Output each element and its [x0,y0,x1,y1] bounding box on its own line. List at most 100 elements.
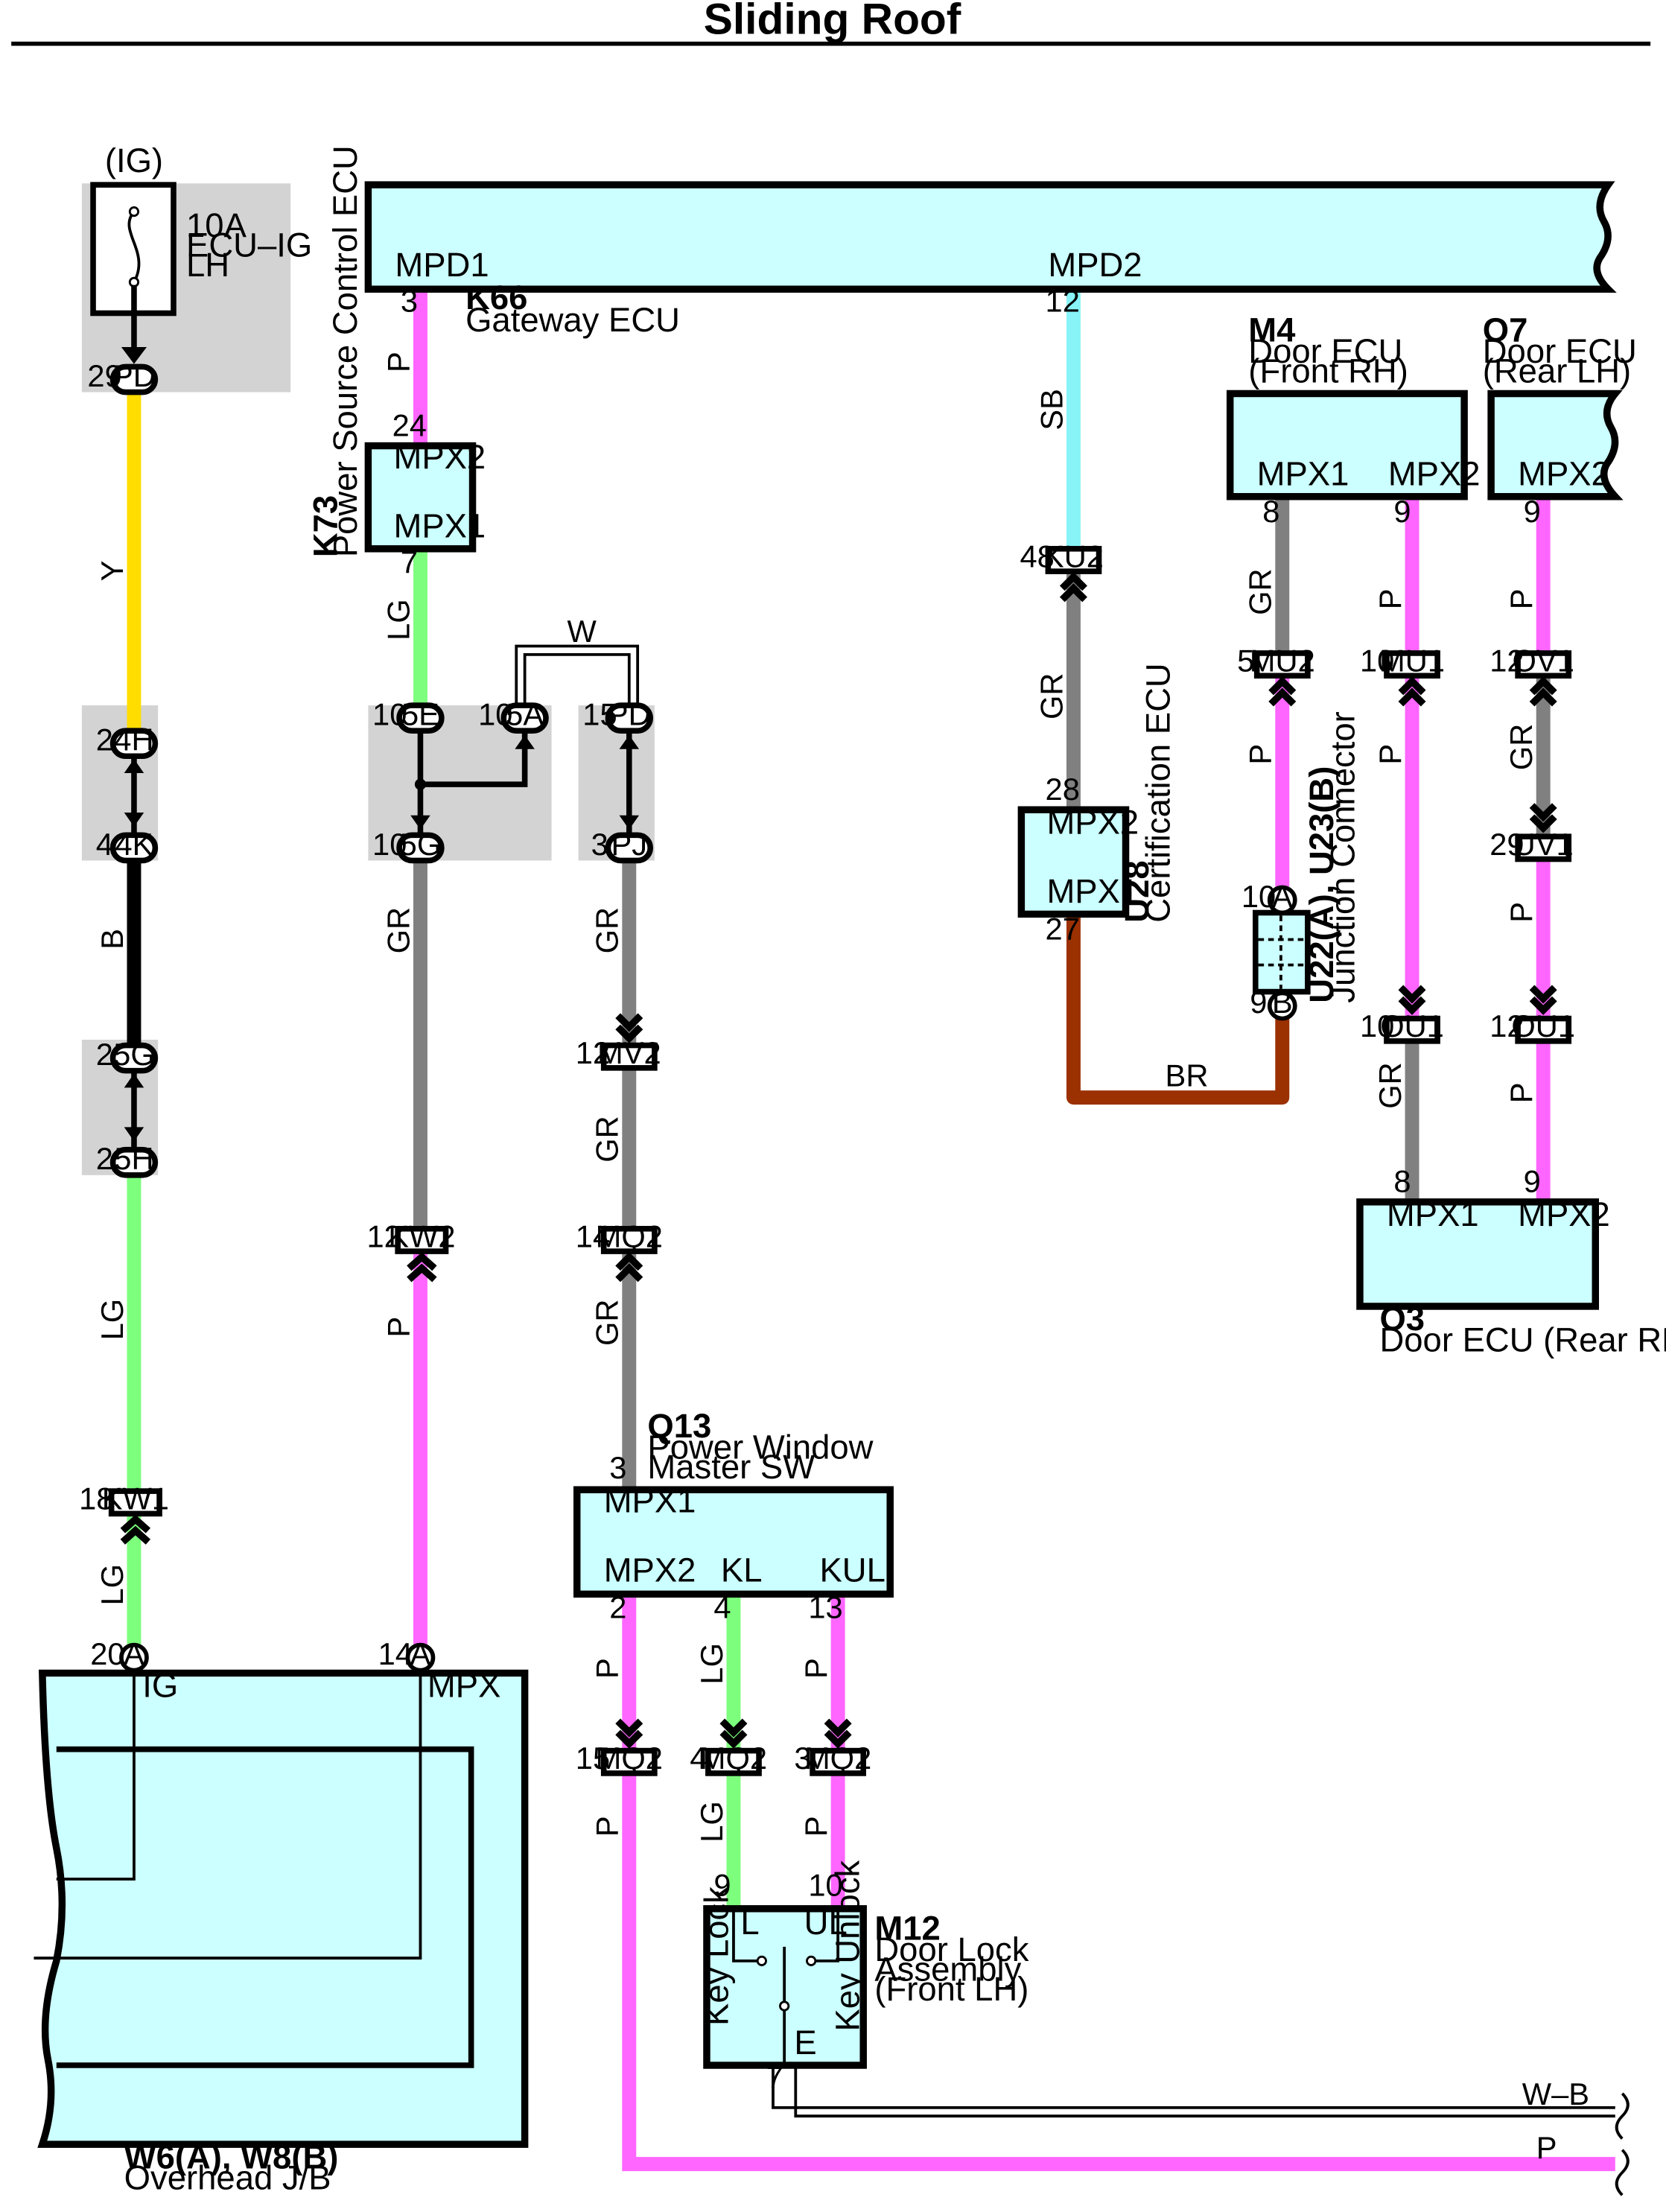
fuse-contact-top [128,206,140,217]
svg-text:GR: GR [590,1116,625,1162]
svg-text:P: P [381,1317,416,1338]
o3-door-ecu-rear-rh [1356,1198,1600,1310]
junction-conn-b-label: B [1272,985,1293,1020]
svg-text:15: 15 [576,1741,610,1776]
svg-text:LG: LG [694,1643,729,1685]
svg-text:W–B: W–B [1522,2076,1589,2111]
fuse-icon [127,210,141,283]
jb-name: Overhead J/B [124,2159,331,2197]
svg-text:SB: SB [1034,389,1069,430]
wire-w-bridge-inner [523,652,631,708]
fuse-supply: (IG) [105,142,163,179]
q13-term-kul: KUL [820,1551,886,1589]
oval-5h: 5H2 [96,1141,159,1178]
svg-text:2: 2 [96,1037,113,1072]
svg-text:KW1: KW1 [102,1481,169,1516]
k66-term-mpd2: MPD2 [1048,246,1142,284]
svg-text:MQ2: MQ2 [596,1218,663,1253]
junction-conn-b [1267,991,1297,1021]
svg-text:KW2: KW2 [388,1218,455,1253]
k73-pin-24: 24 [392,407,427,442]
svg-text:2: 2 [96,1141,113,1176]
o7-term-mpx2: MPX2 [1518,455,1610,493]
fuse-rating: 10A [186,206,247,244]
svg-text:P: P [1373,588,1408,609]
m12-name-3: (Front LH) [874,1970,1028,2008]
q13-power-window-master-sw [573,1486,894,1598]
svg-text:GR: GR [590,907,625,953]
svg-text:10: 10 [1360,1008,1394,1043]
page-title: Sliding Roof [704,0,961,43]
svg-text:12: 12 [1489,643,1524,678]
k66-name: Gateway ECU [465,301,680,339]
svg-text:5G: 5G [400,827,442,862]
m4-name-2: (Front RH) [1248,352,1408,390]
u28-pin-28: 28 [1046,772,1080,807]
o7-name-1: Door ECU [1483,332,1637,370]
o3-code: O3 [1379,1300,1425,1338]
m12-pin-9: 9 [713,1868,731,1903]
svg-text:12: 12 [366,1218,401,1253]
m12-code: M12 [874,1909,940,1947]
u28-term-mpx2: MPX2 [1046,803,1139,841]
svg-text:GR: GR [1504,724,1539,770]
q13-name-1: Power Window [647,1428,873,1466]
k66-gateway-ecu [364,181,1617,293]
jb-conn-a-ig: A [124,1636,144,1671]
svg-text:12: 12 [576,1035,610,1070]
svg-text:GR: GR [1034,673,1069,719]
m12-key-unlock: Key Unlock [829,1860,867,2031]
svg-text:18: 18 [79,1481,113,1516]
svg-text:10: 10 [372,697,407,732]
q13-term-mpx2: MPX2 [604,1551,696,1589]
k73-power-source-ecu [364,442,477,553]
u28-certification-ecu [1017,806,1130,918]
o7-pin-9: 9 [1524,494,1541,529]
chevron-markers [120,572,1557,1749]
m4-door-ecu-front-rh [1226,390,1468,500]
svg-text:P: P [1536,2130,1557,2165]
m12-term-e: E [794,2024,816,2062]
m4-code: M4 [1248,311,1296,349]
svg-text:P: P [1504,1082,1539,1103]
svg-text:15: 15 [582,697,617,732]
svg-text:GR: GR [590,1300,625,1346]
k66-term-mpd1: MPD1 [395,246,489,284]
svg-text:4K: 4K [115,827,153,862]
overhead-jb [37,1669,529,2148]
q13-pin-4: 4 [713,1590,731,1625]
k73-code: K73 [307,495,345,557]
m4-pin-9: 9 [1393,494,1411,529]
svg-text:4H: 4H [114,722,153,757]
junction-conn-a-label: A [1272,879,1293,914]
o3-pin-8: 8 [1393,1164,1411,1199]
m12-pin-10: 10 [808,1868,842,1903]
m4-pin-8: 8 [1262,494,1279,529]
fuse-arrow [121,346,147,364]
jb-arrows [124,734,640,1142]
o3-pin-9: 9 [1524,1164,1541,1199]
o3-term-mpx1: MPX1 [1387,1195,1479,1233]
svg-text:14: 14 [576,1218,610,1253]
fuse-name-2: LH [186,246,229,284]
q13-pin-3: 3 [609,1450,626,1485]
svg-text:5A: 5A [506,697,544,732]
svg-text:LG: LG [694,1801,729,1843]
svg-text:3: 3 [794,1741,811,1776]
q13-name-2: Master SW [647,1448,815,1486]
svg-text:29: 29 [87,358,121,393]
q13-pin-2: 2 [609,1590,626,1625]
svg-text:29: 29 [1489,827,1524,862]
svg-text:P: P [1504,902,1539,923]
